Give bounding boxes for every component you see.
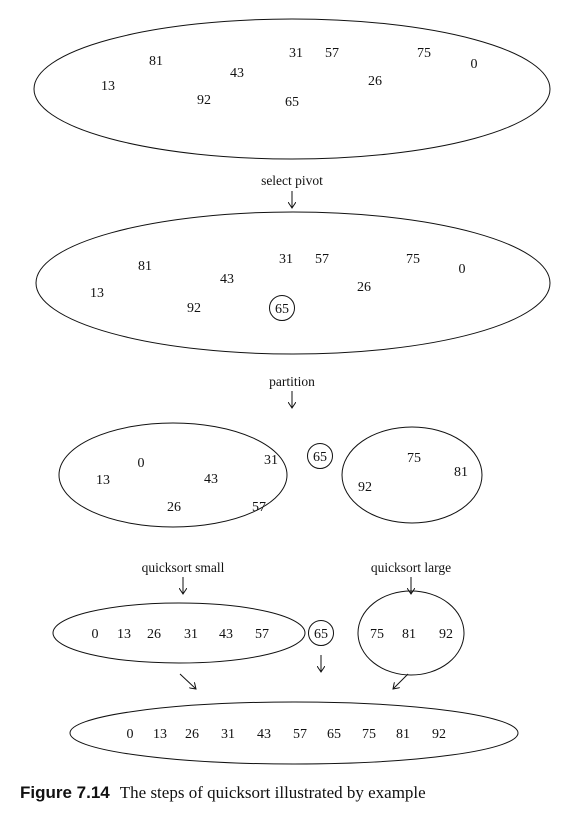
initial-set-number: 57 bbox=[325, 46, 339, 61]
figure-caption-text: The steps of quicksort illustrated by ex… bbox=[119, 783, 426, 802]
large-sorted-number: 81 bbox=[402, 627, 416, 642]
initial-set-number: 31 bbox=[289, 46, 303, 61]
small-sorted-ellipse bbox=[52, 602, 306, 664]
partition-label: partition bbox=[269, 374, 315, 389]
small-sorted-number: 31 bbox=[184, 627, 198, 642]
pivot-circle bbox=[269, 295, 295, 321]
sorted-pivot-number: 65 bbox=[314, 627, 328, 642]
small-partition-ellipse bbox=[58, 422, 288, 528]
small-partition-number: 26 bbox=[167, 500, 181, 515]
small-partition-number: 31 bbox=[264, 453, 278, 468]
small-partition-number: 43 bbox=[204, 472, 218, 487]
sorted-result-number: 81 bbox=[396, 727, 410, 742]
sorted-result-number: 57 bbox=[293, 727, 307, 742]
small-sorted-number: 43 bbox=[219, 627, 233, 642]
pivot-step-number: 81 bbox=[138, 259, 152, 274]
figure-number: Figure 7.14 bbox=[20, 783, 110, 802]
small-partition-number: 57 bbox=[252, 500, 266, 515]
initial-set-number: 92 bbox=[197, 93, 211, 108]
merge-arrow-small bbox=[179, 673, 196, 689]
pivot-number: 65 bbox=[275, 302, 289, 317]
initial-set-ellipse bbox=[33, 18, 551, 160]
large-partition-number: 75 bbox=[407, 451, 421, 466]
large-partition-ellipse bbox=[341, 426, 483, 524]
initial-set-number: 0 bbox=[471, 57, 478, 72]
small-partition-number: 13 bbox=[96, 473, 110, 488]
small-sorted-number: 13 bbox=[117, 627, 131, 642]
pivot-step-number: 26 bbox=[357, 280, 371, 295]
pivot-step-number: 13 bbox=[90, 286, 104, 301]
merge-arrow-large bbox=[393, 673, 409, 689]
figure-caption: Figure 7.14 The steps of quicksort illust… bbox=[20, 783, 426, 803]
sorted-result-number: 26 bbox=[185, 727, 199, 742]
large-partition-number: 81 bbox=[454, 465, 468, 480]
pivot-step-number: 43 bbox=[220, 272, 234, 287]
partition-pivot-circle bbox=[307, 443, 333, 469]
large-sorted-number: 92 bbox=[439, 627, 453, 642]
sorted-result-number: 0 bbox=[127, 727, 134, 742]
small-sorted-number: 26 bbox=[147, 627, 161, 642]
initial-set-number: 65 bbox=[285, 95, 299, 110]
small-sorted-number: 57 bbox=[255, 627, 269, 642]
sorted-result-number: 92 bbox=[432, 727, 446, 742]
partition-pivot-number: 65 bbox=[313, 450, 327, 465]
initial-set-number: 43 bbox=[230, 66, 244, 81]
sorted-result-number: 13 bbox=[153, 727, 167, 742]
pivot-step-number: 57 bbox=[315, 252, 329, 267]
small-partition-number: 0 bbox=[138, 456, 145, 471]
pivot-step-number: 92 bbox=[187, 301, 201, 316]
initial-set-number: 81 bbox=[149, 54, 163, 69]
initial-set-number: 75 bbox=[417, 46, 431, 61]
sorted-result-number: 31 bbox=[221, 727, 235, 742]
quicksort-small-label: quicksort small bbox=[142, 560, 225, 575]
initial-set-number: 13 bbox=[101, 79, 115, 94]
pivot-step-number: 31 bbox=[279, 252, 293, 267]
large-sorted-ellipse bbox=[357, 590, 465, 676]
large-sorted-number: 75 bbox=[370, 627, 384, 642]
small-sorted-number: 0 bbox=[92, 627, 99, 642]
pivot-step-number: 75 bbox=[406, 252, 420, 267]
quicksort-large-label: quicksort large bbox=[371, 560, 451, 575]
pivot-step-number: 0 bbox=[459, 262, 466, 277]
sorted-result-number: 75 bbox=[362, 727, 376, 742]
sorted-result-ellipse bbox=[69, 701, 519, 765]
large-partition-number: 92 bbox=[358, 480, 372, 495]
select-pivot-label: select pivot bbox=[261, 173, 323, 188]
sorted-result-number: 43 bbox=[257, 727, 271, 742]
sorted-pivot-circle bbox=[308, 620, 334, 646]
sorted-result-number: 65 bbox=[327, 727, 341, 742]
initial-set-number: 26 bbox=[368, 74, 382, 89]
pivot-selected-ellipse bbox=[35, 211, 551, 355]
